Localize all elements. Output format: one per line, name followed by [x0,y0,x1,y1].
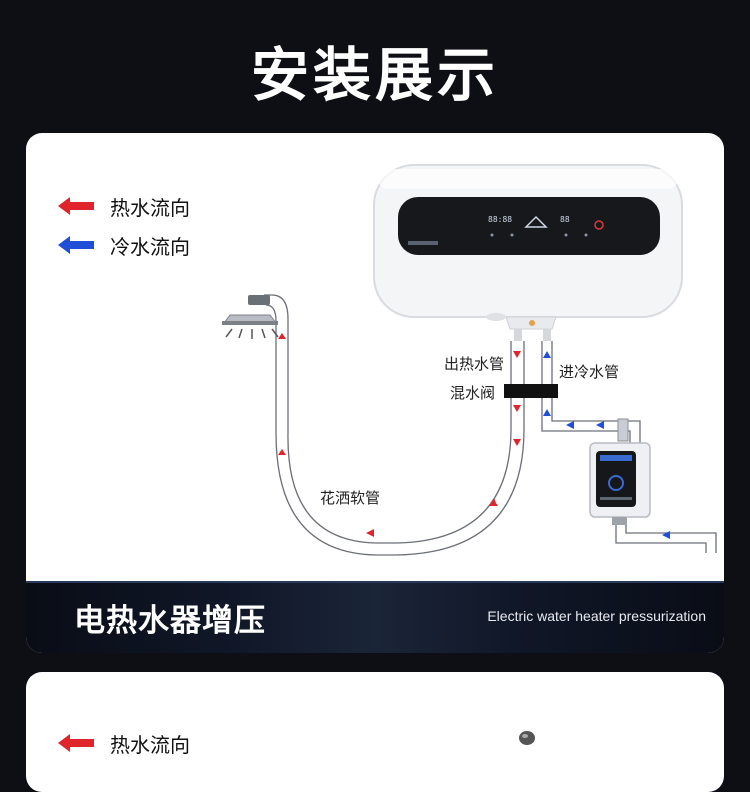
booster-pump-icon [589,418,651,525]
red-arrow-icon [58,734,94,752]
shower-head-icon [222,295,279,339]
water-heater-icon: 88:88 88 [373,164,683,341]
heater-left-digits: 88:88 [488,215,512,224]
legend-cold-label: 冷水流向 [110,234,190,259]
banner-title: 电热水器增压 [74,603,266,639]
shower-hose-label: 花洒软管 [320,489,381,507]
mixing-valve-icon [504,384,558,398]
heater-right-digits: 88 [560,215,570,224]
section-banner: 电热水器增压 Electric water heater pressurizat… [26,581,724,653]
blue-arrow-icon [58,236,94,254]
red-arrow-icon [58,197,94,215]
cold-flow-arrows [543,351,670,539]
page-title: 安装展示 [250,41,499,109]
hot-water-pipe [264,294,525,556]
mix-valve-label: 混水阀 [450,384,496,402]
banner-subtitle: Electric water heater pressurization [487,608,706,624]
cold-inlet-label: 进冷水管 [559,363,620,381]
installation-diagram: 88:88 88 [222,164,717,556]
next-legend-hot: 热水流向 [56,728,190,758]
hot-outlet-label: 出热水管 [444,355,505,373]
legend-cold: 冷水流向 [56,230,190,260]
legend-hot-label: 热水流向 [110,195,190,220]
installation-card: 88:88 88 [26,133,724,653]
next-installation-card: 热水流向 [26,672,724,792]
next-legend-hot-label: 热水流向 [110,732,190,757]
shower-head-icon [519,731,535,745]
hot-flow-arrows [278,333,521,537]
legend-hot: 热水流向 [56,191,190,221]
